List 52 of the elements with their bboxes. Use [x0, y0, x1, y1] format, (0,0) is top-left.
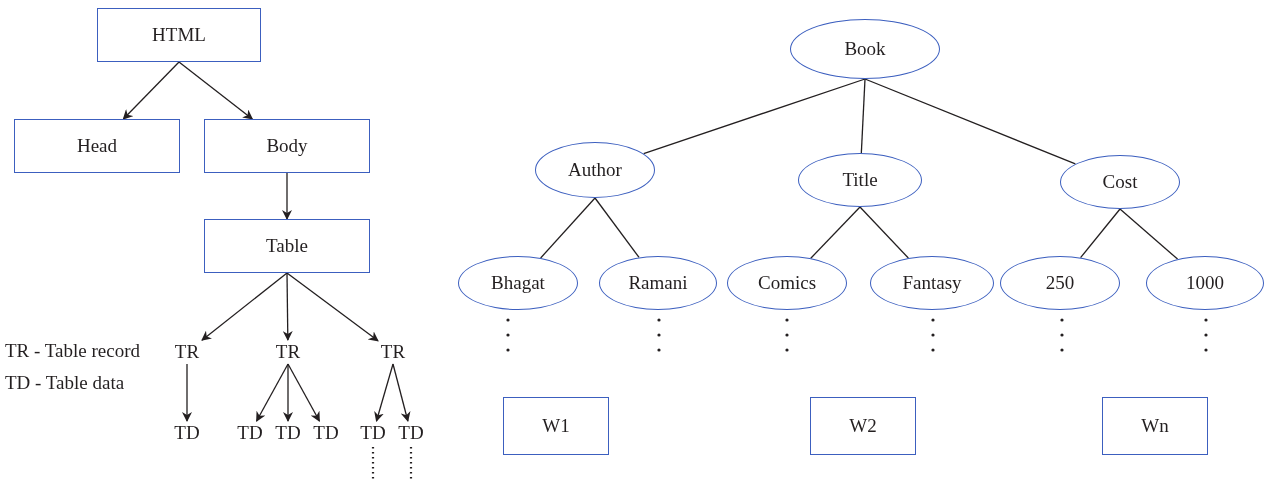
tree-node-box	[204, 119, 370, 173]
arrow	[178, 61, 254, 120]
tree-node-label: TR	[273, 340, 303, 364]
arrow	[122, 61, 180, 120]
arrow	[283, 363, 293, 422]
node-label: 1000	[1186, 272, 1224, 294]
connector-line	[643, 78, 866, 155]
arrow	[182, 363, 192, 422]
node-label: Wn	[1141, 415, 1169, 437]
node-label: W1	[542, 415, 570, 437]
node-label: W2	[849, 415, 877, 437]
node-label: Ramani	[628, 272, 688, 294]
tree-node-label: TR	[172, 340, 202, 364]
node-label: Author	[568, 159, 622, 181]
arrow	[282, 272, 293, 341]
tree-node-box	[97, 8, 261, 62]
node-label: Title	[842, 169, 878, 191]
node-label: 250	[1045, 272, 1075, 294]
tree-node-label: TD	[273, 421, 303, 445]
tree-node-box	[503, 397, 609, 455]
node-label: Bhagat	[491, 272, 545, 294]
node-label: Book	[844, 38, 886, 60]
node-label: Table	[266, 235, 308, 257]
node-label: HTML	[152, 24, 206, 46]
tree-node-label: TD	[396, 421, 426, 445]
arrow	[392, 363, 411, 422]
connector-line	[1119, 208, 1179, 260]
arrow	[255, 363, 289, 422]
node-label: Cost	[1102, 171, 1138, 193]
tree-node-label: TD	[235, 421, 265, 445]
node-label: Fantasy	[902, 272, 962, 294]
connector-line	[864, 78, 1076, 165]
arrow	[286, 272, 379, 342]
tree-node-label: TD	[311, 421, 341, 445]
legend-note: TR - Table record	[5, 340, 140, 362]
connector-line	[810, 206, 861, 259]
tree-node-label: TD	[358, 421, 388, 445]
node-label: Head	[76, 135, 118, 157]
connector-line	[860, 78, 866, 154]
tree-node-box	[204, 219, 370, 273]
arrow	[282, 172, 292, 220]
tree-node-box	[14, 119, 180, 173]
arrow	[201, 272, 288, 341]
tree-node-label: TR	[378, 340, 408, 364]
arrow	[374, 363, 394, 422]
tree-node-box	[810, 397, 916, 455]
arrow	[287, 363, 321, 422]
tree-node-box	[1102, 397, 1208, 455]
legend-note: TD - Table data	[5, 372, 125, 394]
node-label: Body	[266, 135, 308, 157]
tree-node-label: TD	[172, 421, 202, 445]
node-label: Comics	[757, 272, 817, 294]
